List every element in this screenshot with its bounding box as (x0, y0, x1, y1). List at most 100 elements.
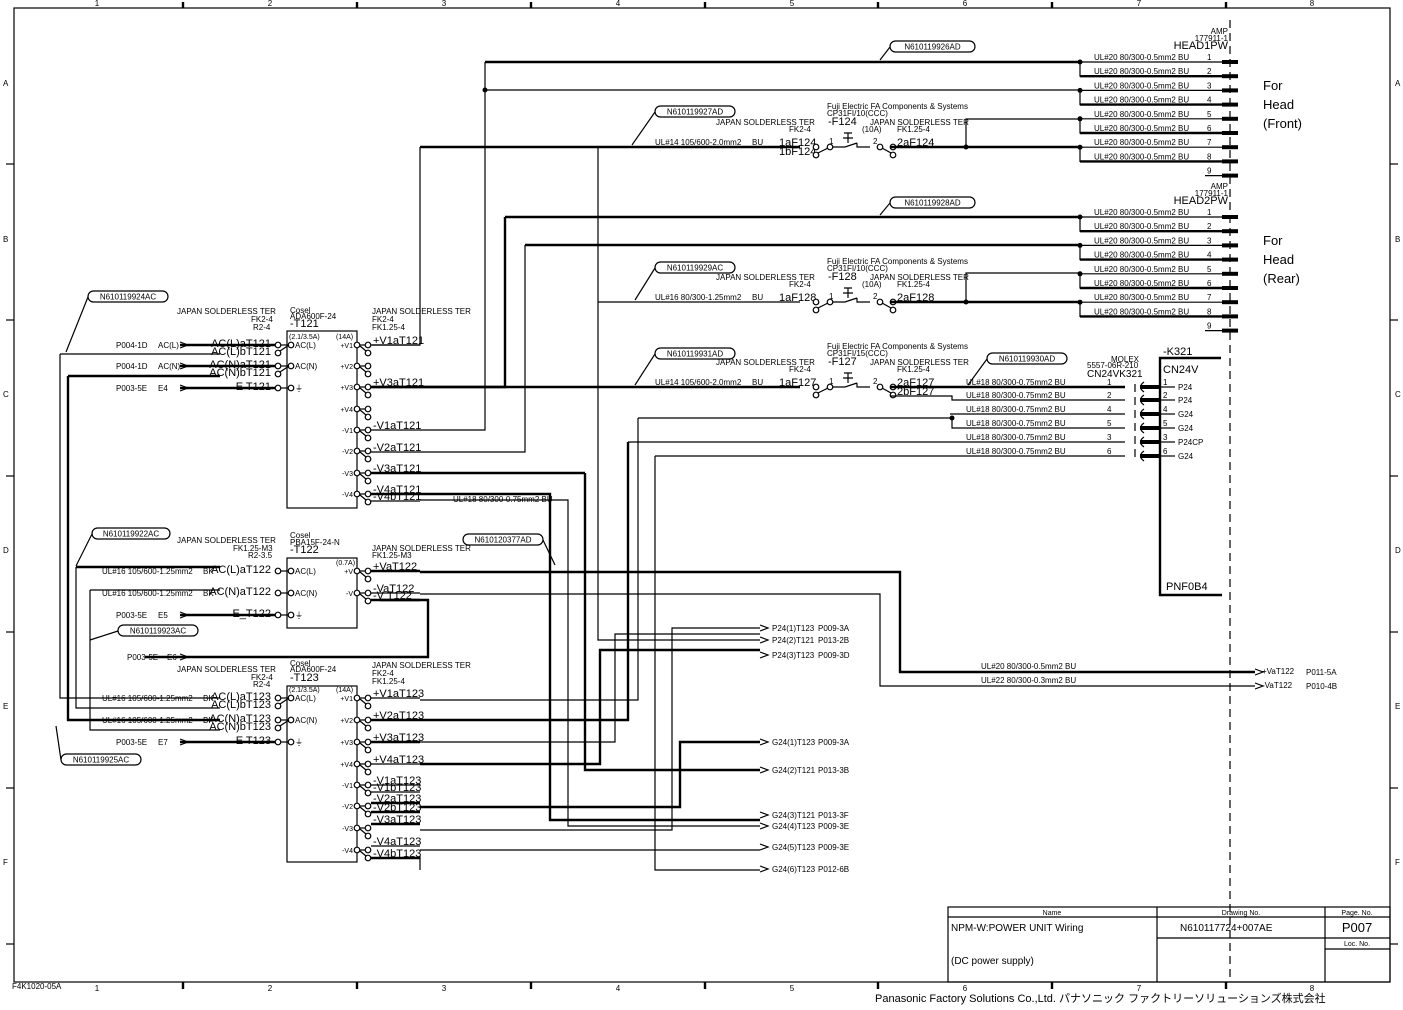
breaker-cable-spec: UL#14 105/600-2.0mm2 (655, 378, 742, 387)
offpage-signal: P24(3)T123 (772, 651, 815, 660)
terminal-icon (287, 567, 295, 575)
psu-output-pin: +V (344, 569, 353, 576)
terminal-icon (364, 349, 372, 357)
column-label-bottom: 6 (963, 984, 968, 993)
input-source-ref: P003-5E (127, 653, 158, 662)
head-wire-spec: UL#20 80/300-0.5mm2 BU (1094, 222, 1189, 231)
leader-line (634, 267, 656, 301)
terminal-icon (274, 716, 282, 724)
psu-t123-input-rating: (2.1/3.5A) (289, 687, 320, 694)
cable-tag: N610119931AD (634, 347, 736, 386)
cn24-plug-pin: 6 (1107, 447, 1112, 456)
psu-t121-ref: -T121 (290, 318, 319, 330)
output-wire-label: +V1aT121 (373, 335, 424, 347)
terminal-icon (353, 405, 361, 413)
drawing-number: N610117724+007AE (1180, 923, 1273, 934)
cn24-wire-spec: UL#18 80/300-0.75mm2 BU (966, 378, 1066, 387)
offpage-arrow-icon (759, 843, 770, 851)
breaker-wire-color: BU (752, 293, 763, 302)
psu-t122-ref: -T122 (290, 544, 319, 556)
title-loc-header: Loc. No. (1344, 941, 1370, 948)
offpage-arrow-icon (759, 651, 770, 659)
terminal-icon (364, 490, 372, 498)
head-wire-spec: UL#20 80/300-0.5mm2 BU (1094, 251, 1189, 260)
head-wire-spec: UL#20 80/300-0.5mm2 BU (1094, 138, 1189, 147)
head-connector-description: For (1263, 78, 1283, 93)
terminal-maker-in: JAPAN SOLDERLESS TER (716, 273, 815, 282)
head-pin-number: 6 (1207, 279, 1212, 288)
leader-line (967, 358, 988, 386)
row-label-right: D (1395, 546, 1401, 555)
psu-t121-output-rating: (14A) (336, 334, 353, 341)
offpage-arrow-icon (1254, 682, 1265, 690)
offpage-arrow-icon (759, 624, 770, 632)
terminal-icon (364, 498, 372, 506)
terminal-icon (812, 143, 820, 151)
output-wire-label: -V1aT121 (373, 420, 421, 432)
offpage-page-ref: P009-3A (818, 624, 850, 633)
terminal-icon (353, 846, 361, 854)
terminal-icon (353, 341, 361, 349)
offpage-signal: G24(5)T123 (772, 843, 816, 852)
offpage-page-ref: P011-5A (1306, 668, 1337, 677)
terminal-icon (364, 477, 372, 485)
head-wire-spec: UL#20 80/300-0.5mm2 BU (1094, 96, 1189, 105)
head-wire-spec: UL#20 80/300-0.5mm2 BU (1094, 53, 1189, 62)
offpage-signal: G24(6)T123 (772, 865, 816, 874)
cn24-wire-spec: UL#18 80/300-0.75mm2 BU (966, 447, 1066, 456)
terminal-icon (274, 702, 282, 710)
head-wire-spec: UL#20 80/300-0.5mm2 BU (1094, 293, 1189, 302)
jumper (359, 409, 367, 416)
terminal-icon (364, 738, 372, 746)
cable-tag-body (91, 527, 171, 540)
head-wire-spec: UL#20 80/300-0.5mm2 BU (1094, 81, 1189, 90)
cable-tag: N610119922AC (75, 527, 171, 567)
jumper (279, 365, 290, 373)
terminal-icon (353, 362, 361, 370)
terminal-icon (364, 746, 372, 754)
psu-t122-model: PBA15F-24-N (290, 538, 340, 547)
board-name: PNF0B4 (1166, 581, 1208, 593)
head-connector-part: 177911-1 (1195, 34, 1229, 43)
psu-t123-in-term-r: R2-4 (253, 680, 271, 689)
terminal-icon (274, 738, 282, 746)
jumper (359, 698, 367, 705)
output-wire-label: -VaT122 (373, 583, 414, 595)
terminal-icon (364, 426, 372, 434)
cn24-plug-pin: 3 (1107, 433, 1112, 442)
cable-tag: N610119929AC (634, 261, 736, 301)
psu-output-pin: -V3 (342, 826, 353, 833)
terminal-icon (364, 810, 372, 818)
breaker-maker: Fuji Electric FA Components & Systems (827, 342, 968, 351)
terminal-icon (364, 362, 372, 370)
breaker-cable-spec: UL#16 80/300-1.25mm2 (655, 293, 742, 302)
terminal-icon (876, 143, 884, 151)
terminal-icon (353, 567, 361, 575)
pin-contact-icon (1140, 412, 1160, 416)
pin-contact-icon (1222, 131, 1238, 135)
page-number: P007 (1342, 920, 1372, 935)
psu-output-pin: -V2 (342, 449, 353, 456)
terminal-icon (826, 298, 834, 306)
cable-tag-body (60, 753, 142, 766)
terminal-icon (364, 824, 372, 832)
input-signal: E4 (158, 384, 168, 393)
psu-t122-out-term-maker: JAPAN SOLDERLESS TER (372, 544, 471, 553)
terminal-icon (876, 298, 884, 306)
column-label-bottom: 5 (790, 984, 795, 993)
jumper (359, 764, 367, 771)
breaker-pin-1: 1 (829, 137, 834, 146)
head-pin-number: 4 (1207, 251, 1212, 260)
terminal-icon (364, 341, 372, 349)
jumper (817, 302, 829, 309)
head-pin-number: 8 (1207, 152, 1212, 161)
input-signal: E7 (158, 738, 168, 747)
column-label-top: 3 (442, 0, 447, 8)
terminal-icon (353, 760, 361, 768)
input-source-ref: P004-1D (116, 341, 148, 350)
column-label-top: 1 (95, 0, 100, 8)
breaker-ref: -F124 (828, 116, 857, 128)
cn24-plug-pin: 5 (1107, 419, 1112, 428)
cable-tag-body (654, 105, 736, 118)
cable-tag-label: N610119930AD (999, 355, 1056, 364)
